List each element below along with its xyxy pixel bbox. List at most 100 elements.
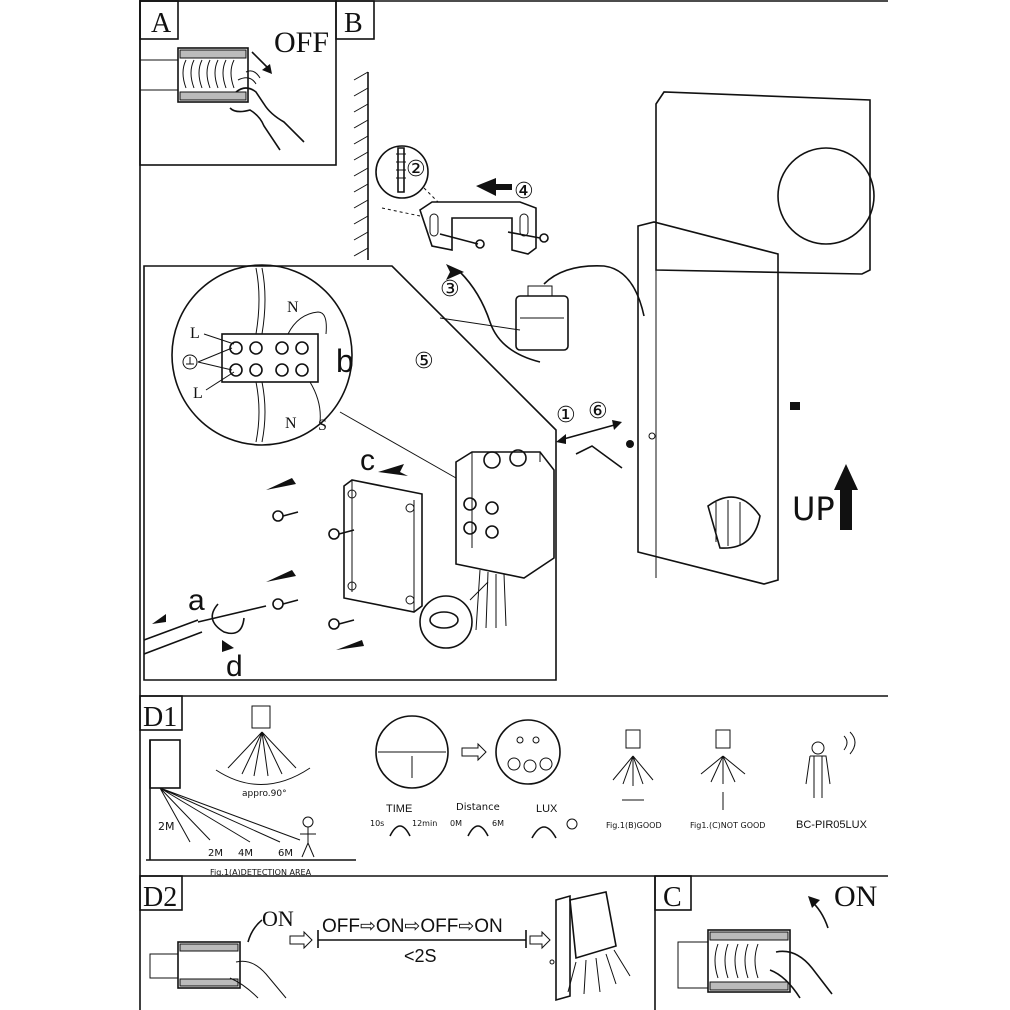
screw-detail-circle — [375, 145, 429, 199]
leader-line-2 — [339, 411, 457, 479]
distance-6m: 6M — [278, 848, 293, 859]
distance-4m: 4M — [238, 848, 253, 859]
detection-top-view-icon — [215, 705, 311, 785]
distance-label: Distance — [456, 802, 500, 813]
step-1-label: ① — [556, 403, 576, 428]
distance-2m: 2M — [208, 848, 223, 859]
panel-b-label: B — [344, 8, 363, 39]
off-arrowhead-icon — [262, 64, 272, 74]
panel-c-label: C — [663, 882, 682, 913]
mount-height: 2M — [158, 820, 175, 833]
wire-s: S — [318, 417, 327, 434]
arrow-to-lamp-icon — [529, 930, 551, 950]
wall-icon — [353, 71, 369, 260]
label-d: d — [226, 650, 243, 683]
step-3-arrow-icon — [446, 264, 464, 280]
step-5-label: ⑤ — [414, 349, 434, 374]
up-label: UP — [792, 490, 835, 528]
label-c: c — [360, 444, 375, 477]
step-3-label: ③ — [440, 277, 460, 302]
seal-detail-circle — [419, 595, 473, 649]
mounting-bracket-icon — [419, 201, 537, 255]
detection-side-view-icon — [146, 739, 356, 861]
arrow-c-icon — [378, 464, 408, 476]
panel-a: A OFF — [139, 0, 329, 151]
panel-b: B ② — [143, 0, 875, 683]
terminal-block-icon — [221, 267, 327, 443]
lux-label: LUX — [536, 803, 558, 815]
on-arrow-d2-icon — [247, 919, 263, 943]
junction-box-icon — [515, 285, 569, 351]
panel-d1-label: D1 — [143, 702, 177, 733]
leader-line — [439, 317, 521, 331]
step-4-arrow-icon — [476, 178, 512, 196]
good-orientation-icon — [612, 729, 654, 801]
sensor-cover-icon — [375, 715, 449, 789]
step-2-label: ② — [406, 157, 426, 182]
arrow-right-icon — [461, 742, 487, 762]
switch-off-label: OFF — [274, 26, 329, 59]
breaker-block-icon — [139, 47, 249, 103]
distance-min: 0M — [450, 819, 462, 828]
cover-screws-icon — [266, 478, 364, 650]
person-icon — [805, 731, 856, 798]
wire-n-bottom: N — [285, 415, 297, 432]
wire-n-top: N — [287, 299, 299, 316]
panel-d1-label-box — [139, 695, 183, 731]
not-good-orientation-icon — [700, 729, 746, 810]
terminal-housing-icon — [455, 449, 555, 631]
arrow-to-sequence-icon — [289, 930, 313, 950]
grub-screw-icon — [626, 440, 634, 448]
hand-icon — [229, 70, 305, 151]
time-min: 10s — [370, 819, 384, 828]
lamp-cable — [543, 265, 645, 317]
panel-d1: D1 2M 2M 4M 6M Fig.1(A)DETECTION AREA ap… — [139, 695, 868, 877]
panel-d2-label-box — [139, 875, 183, 911]
detection-angle: appro.90° — [242, 789, 287, 799]
lux-dial-icon — [531, 826, 557, 839]
wall-lamp-icon — [637, 91, 875, 585]
wiring-detail-panel — [143, 265, 557, 681]
double-arrow-icon — [559, 423, 619, 441]
sensor-dials-icon — [495, 719, 561, 785]
panel-a-label-box — [139, 0, 179, 40]
bracket-screw-icon — [439, 231, 549, 249]
label-a: a — [188, 584, 205, 617]
time-label: TIME — [386, 803, 412, 815]
seal-icon — [429, 611, 459, 629]
switch-on-label-c: ON — [834, 880, 877, 913]
panel-c-label-box — [654, 875, 692, 911]
breaker-block-d2-icon — [149, 941, 287, 999]
panel-d2: D2 ON OFF⇨ON⇨OFF⇨ON <2S — [139, 875, 631, 1002]
panel-c: C ON — [654, 875, 877, 999]
time-dial-icon — [389, 825, 411, 837]
switch-sequence: OFF⇨ON⇨OFF⇨ON — [322, 916, 503, 937]
terminal-detail-circle — [171, 264, 353, 446]
distance-max: 6M — [492, 819, 504, 828]
earth-symbol-icon — [182, 354, 198, 370]
model-label: BC-PIR05LUX — [796, 819, 868, 831]
switch-on-label-d2: ON — [262, 906, 294, 931]
on-arrowhead-c-icon — [808, 896, 820, 908]
cover-plate-icon — [343, 479, 423, 613]
wire-l-top: L — [190, 325, 200, 342]
step-6-label: ⑥ — [588, 399, 608, 424]
up-arrow-icon — [834, 464, 858, 530]
lamp-on-icon — [549, 891, 631, 1002]
breaker-block-c-icon — [677, 929, 833, 999]
not-good-caption: Fig1.(C)NOT GOOD — [690, 821, 765, 830]
step-4-label: ④ — [514, 179, 534, 204]
supply-cable — [459, 271, 541, 363]
time-max: 12min — [412, 819, 437, 828]
panel-b-label-box — [335, 0, 375, 40]
distance-dial-icon — [467, 825, 489, 837]
wire-l-bottom: L — [193, 385, 203, 402]
sequence-duration: <2S — [404, 946, 437, 966]
good-caption: Fig.1(B)GOOD — [606, 821, 662, 830]
allen-key-icon — [575, 445, 623, 469]
panel-a-label: A — [151, 8, 172, 39]
detection-area-caption: Fig.1(A)DETECTION AREA — [210, 868, 312, 877]
sun-icon — [566, 818, 578, 830]
